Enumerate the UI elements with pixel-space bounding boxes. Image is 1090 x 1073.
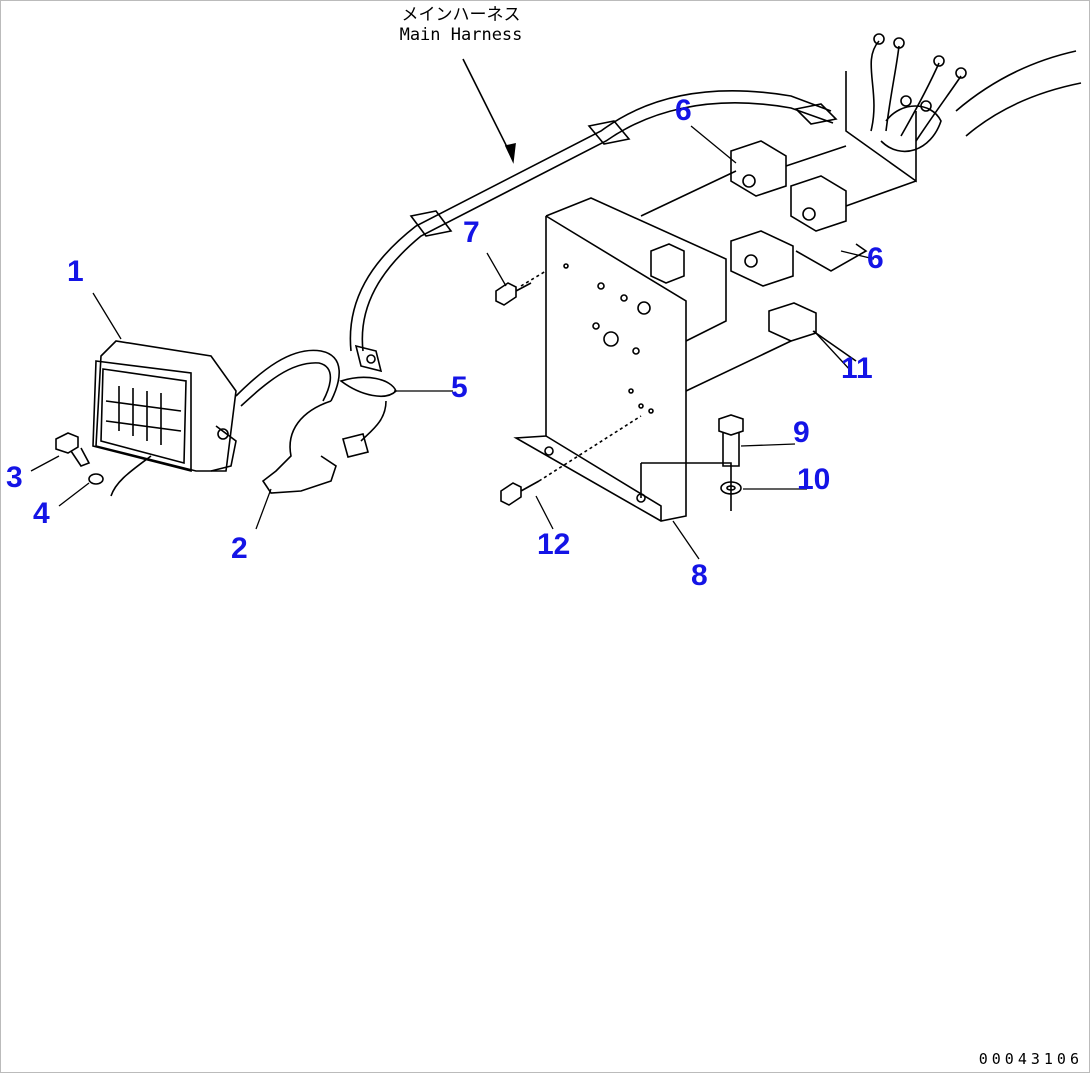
bracket (513, 197, 792, 522)
main-harness-leader (462, 58, 516, 164)
main-harness-label: メインハーネス Main Harness (371, 5, 551, 45)
callout-12: 12 (537, 528, 571, 561)
callout-10: 10 (797, 463, 831, 496)
callout-6-lower: 6 (867, 242, 884, 275)
callout-7: 7 (463, 216, 480, 249)
callout-3: 3 (6, 461, 23, 494)
callout-4: 4 (33, 497, 50, 530)
drawing-code: 00043106 (978, 1050, 1083, 1068)
main-harness-label-jp: メインハーネス (401, 5, 521, 25)
connectors (261, 344, 397, 494)
fasteners (55, 270, 744, 511)
main-harness (349, 33, 1082, 352)
callout-11: 11 (841, 352, 873, 385)
callout-6-upper: 6 (675, 94, 692, 127)
switches (640, 140, 917, 362)
callout-9: 9 (793, 416, 810, 449)
work-lamp (92, 340, 340, 473)
callout-1: 1 (67, 255, 84, 288)
callout-leaders (30, 125, 875, 560)
callout-8: 8 (691, 559, 708, 592)
callout-5: 5 (451, 371, 468, 404)
main-harness-label-en: Main Harness (399, 25, 523, 45)
callout-2: 2 (231, 532, 248, 565)
